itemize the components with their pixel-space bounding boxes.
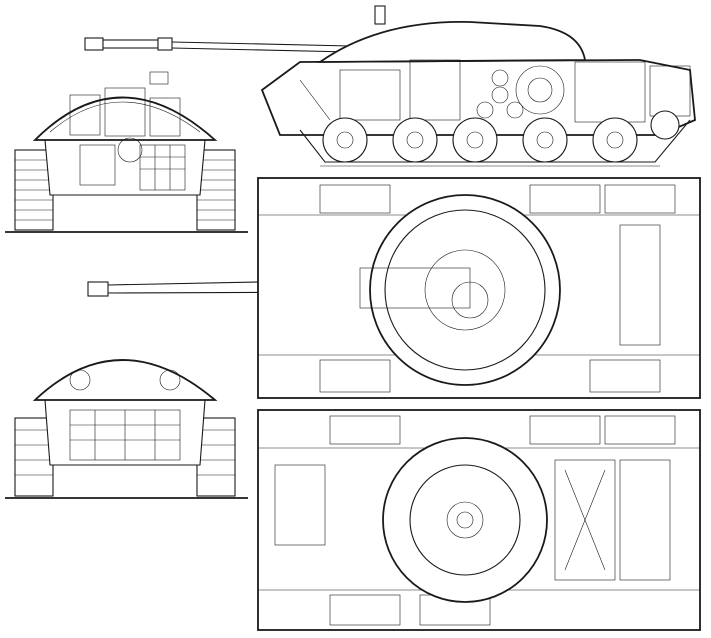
hull-plan-section-view bbox=[257, 409, 701, 631]
side-cutaway-view bbox=[84, 5, 696, 167]
front-cutaway-view bbox=[5, 71, 248, 233]
rear-cutaway-view bbox=[5, 359, 248, 499]
top-cutaway-view bbox=[87, 177, 701, 399]
